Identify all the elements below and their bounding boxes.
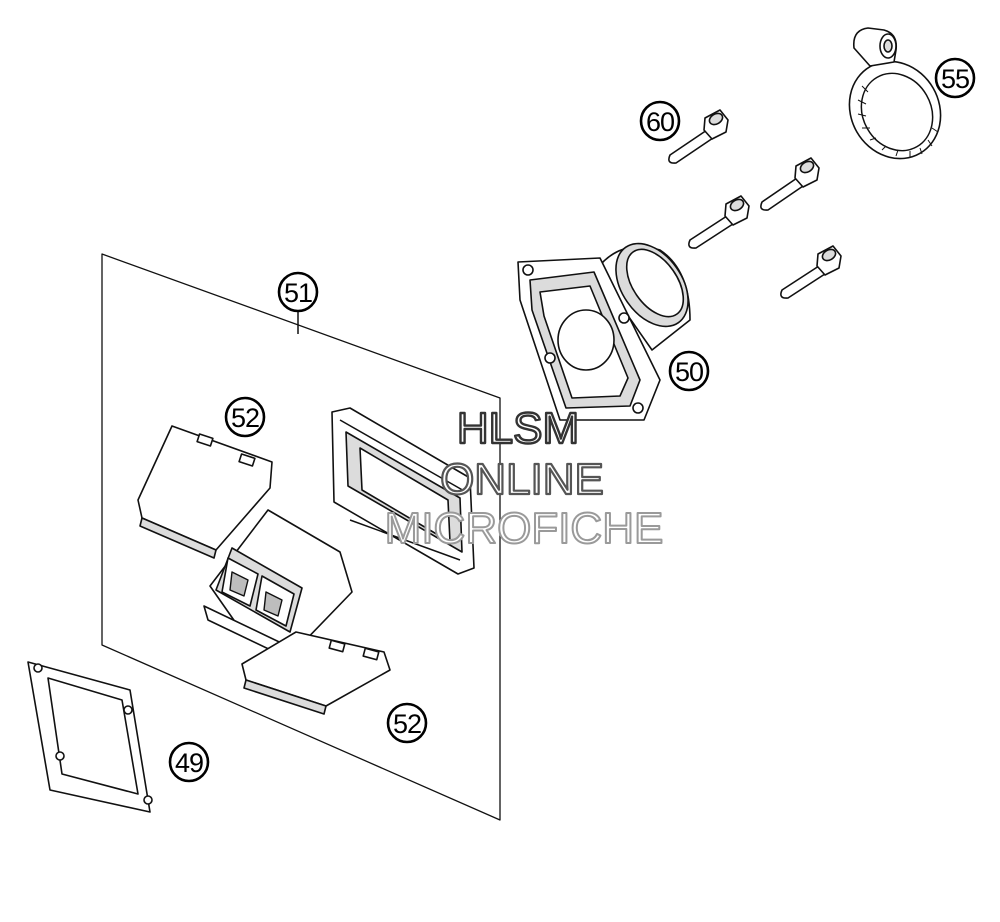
callout-label: 50 [675, 357, 703, 387]
bolt-60-d [780, 245, 842, 299]
callout-50: 50 [668, 350, 710, 392]
watermark: HLSM ONLINE MICROFICHE [384, 403, 665, 554]
callout-49: 49 [168, 741, 210, 783]
callout-55: 55 [934, 57, 976, 99]
callout-label: 55 [941, 64, 969, 94]
intake-flange-50 [517, 242, 691, 421]
callout-label: 51 [284, 278, 312, 308]
reed-petal-bottom [241, 631, 391, 715]
callout-52-top: 52 [224, 396, 266, 438]
hose-clamp-55 [848, 27, 942, 160]
bolt-60-a [668, 109, 729, 164]
callout-51: 51 [277, 271, 319, 313]
callout-52-bottom: 52 [386, 702, 428, 744]
watermark-line3: MICROFICHE [385, 504, 664, 553]
callout-label: 49 [175, 748, 203, 778]
bolt-60-c [688, 195, 750, 249]
callout-label: 52 [393, 709, 421, 739]
callout-label: 52 [231, 403, 259, 433]
watermark-line1: HLSM [457, 404, 579, 453]
bolt-60-b [760, 157, 820, 211]
reed-valve-cage [331, 407, 475, 575]
callout-60: 60 [639, 100, 681, 142]
watermark-line2: ONLINE [440, 455, 604, 504]
gasket-49 [27, 661, 153, 813]
callout-label: 60 [646, 107, 674, 137]
reed-petal-top [137, 425, 273, 559]
